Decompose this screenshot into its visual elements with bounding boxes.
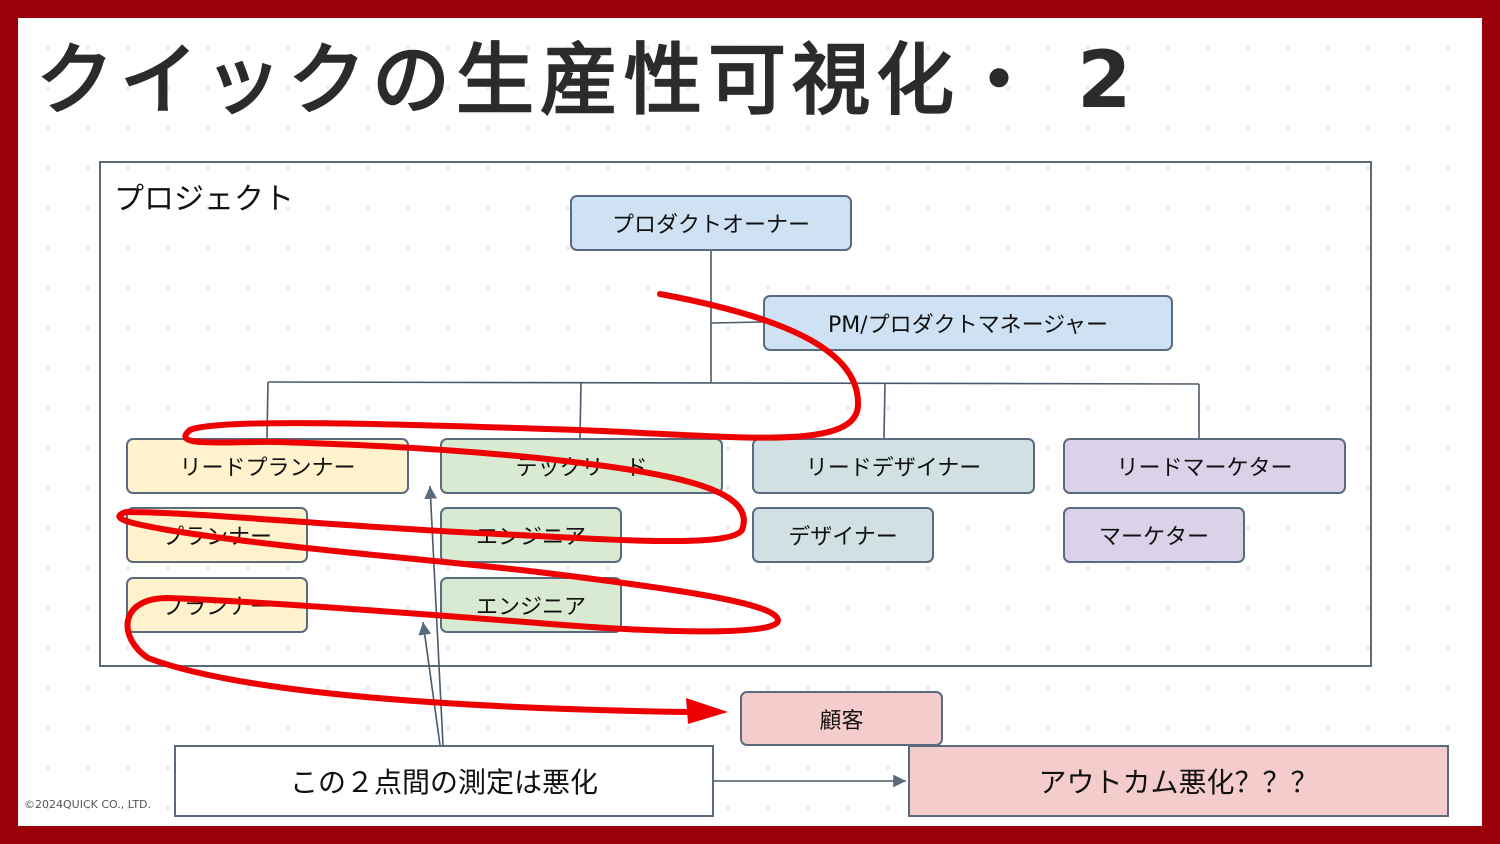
node-lead-marketer: リードマーケター [1063, 438, 1346, 494]
outcome-box: アウトカム悪化？？？ [908, 745, 1449, 817]
node-product-owner: プロダクトオーナー [570, 195, 852, 251]
connector-pm [710, 321, 764, 324]
slide-canvas: クイックの生産性可視化・ 2 プロジェクト プロダクトオーナー PM/プロダクト… [18, 18, 1482, 826]
copyright: ©2024QUICK CO., LTD. [24, 798, 152, 811]
node-pm: PM/プロダクトマネージャー [763, 295, 1173, 351]
project-frame [99, 161, 1372, 667]
connector-lead-designer [883, 382, 886, 439]
slide-title: クイックの生産性可視化・ 2 [36, 36, 1138, 126]
note-arrow-to-planner [418, 621, 441, 746]
node-designer: デザイナー [752, 507, 934, 563]
node-lead-designer: リードデザイナー [752, 438, 1035, 494]
connector-horizontal [267, 381, 1200, 385]
node-lead-planner: リードプランナー [126, 438, 409, 494]
red-scribble-annotation [116, 291, 862, 724]
node-customer: 顧客 [740, 691, 943, 746]
node-engineer-2: エンジニア [440, 577, 622, 633]
red-arrow-head [686, 698, 728, 724]
project-label: プロジェクト [114, 182, 294, 217]
connector-lead-planner [266, 381, 269, 439]
note-box: この２点間の測定は悪化 [174, 745, 714, 817]
node-marketer: マーケター [1063, 507, 1245, 563]
